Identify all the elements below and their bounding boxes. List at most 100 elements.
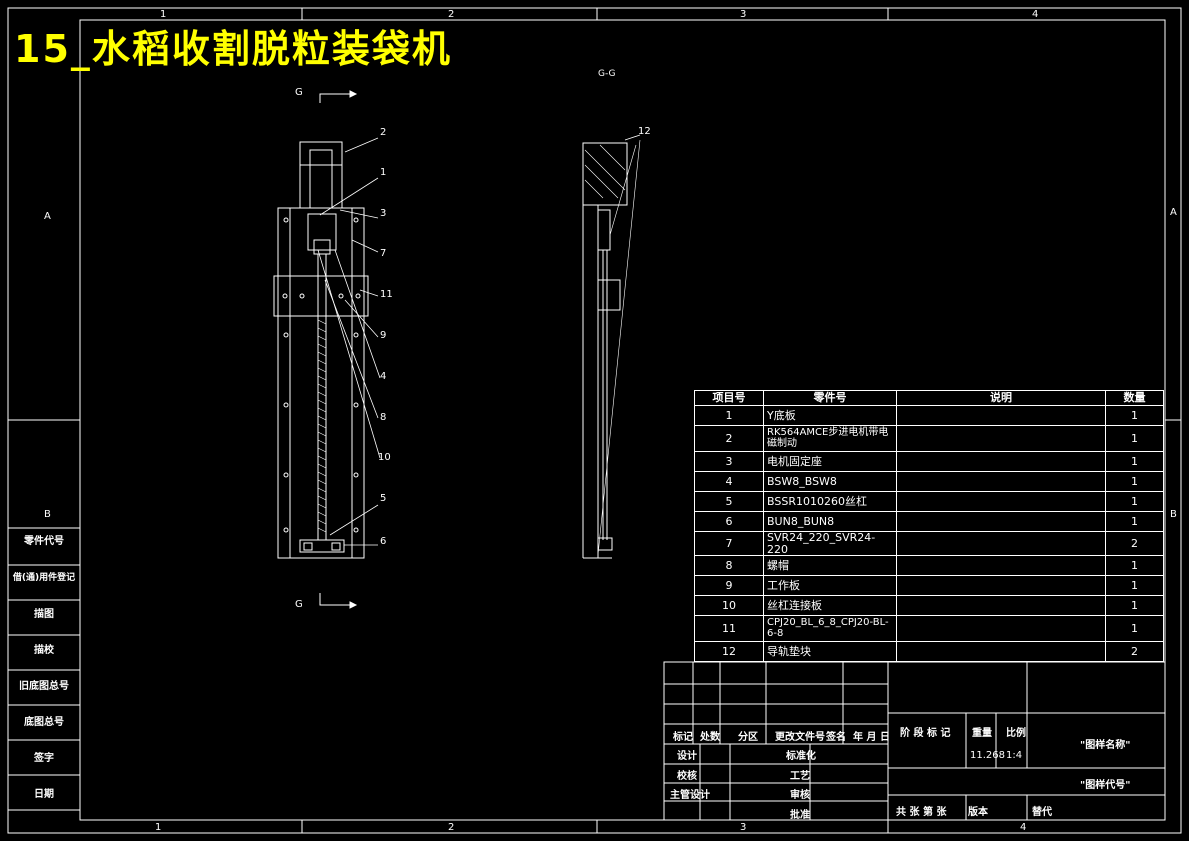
tb-drawing-name: "图样名称" xyxy=(1080,740,1131,751)
bom-cell-desc xyxy=(896,451,1106,472)
tb-mark: 标记 xyxy=(673,732,693,743)
bom-cell-no: 4 xyxy=(694,471,764,492)
section-mark-top: G xyxy=(295,87,303,98)
strip-borrowed-register: 借(通)用件登记 xyxy=(12,573,76,583)
bom-cell-no: 8 xyxy=(694,555,764,577)
bom-cell-desc xyxy=(896,615,1106,643)
bom-cell-desc xyxy=(896,595,1106,617)
strip-base-no: 底图总号 xyxy=(24,717,64,728)
front-view xyxy=(273,141,369,559)
bom-cell-desc xyxy=(896,491,1106,512)
grid-col-1-bottom: 1 xyxy=(155,822,162,833)
section-view-title: G-G xyxy=(598,69,616,79)
tb-check: 校核 xyxy=(677,771,697,782)
bom-cell-no: 6 xyxy=(694,511,764,532)
callout-5: 5 xyxy=(380,493,387,504)
tb-weight-label: 重量 xyxy=(972,728,992,739)
tb-zone: 分区 xyxy=(738,732,758,743)
bom-cell-desc xyxy=(896,530,1106,557)
bom-cell-part: RK564AMCE步进电机带电磁制动 xyxy=(763,425,897,452)
callout-4: 4 xyxy=(380,371,387,382)
strip-trace: 描图 xyxy=(34,609,54,620)
bom-cell-no: 9 xyxy=(694,575,764,597)
bom-cell-no: 3 xyxy=(694,451,764,472)
bom-cell-qty: 1 xyxy=(1105,615,1164,643)
bom-cell-no: 5 xyxy=(694,491,764,512)
bom-cell-no: 1 xyxy=(694,405,764,426)
grid-row-a-left: A xyxy=(44,211,51,222)
bom-cell-qty: 1 xyxy=(1105,425,1164,452)
bom-cell-no: 2 xyxy=(694,425,764,452)
callout-3: 3 xyxy=(380,208,387,219)
tb-count: 处数 xyxy=(700,732,720,743)
tb-weight: 11.268 xyxy=(970,750,1005,761)
bom-cell-part: 导轨垫块 xyxy=(763,641,897,663)
callout-1: 1 xyxy=(380,167,387,178)
grid-col-2-bottom: 2 xyxy=(448,822,455,833)
bom-cell-no: 7 xyxy=(694,530,764,557)
tb-sheets: 共 张 第 张 xyxy=(896,807,947,818)
grid-col-3-bottom: 3 xyxy=(740,822,747,833)
bom-cell-qty: 2 xyxy=(1105,530,1164,557)
bom-cell-no: 10 xyxy=(694,595,764,617)
strip-signature: 签字 xyxy=(34,753,54,764)
bom-cell-qty: 1 xyxy=(1105,491,1164,512)
bom-cell-part: BUN8_BUN8 xyxy=(763,511,897,532)
callout-11: 11 xyxy=(380,289,393,300)
tb-replace: 替代 xyxy=(1032,807,1052,818)
grid-col-4-top: 4 xyxy=(1032,9,1039,20)
bom-cell-desc xyxy=(896,425,1106,452)
grid-col-3-top: 3 xyxy=(740,9,747,20)
callout-7: 7 xyxy=(380,248,387,259)
strip-trace-check: 描校 xyxy=(34,645,54,656)
bom-cell-part: SVR24_220_SVR24-220 xyxy=(763,530,897,557)
bom-header-qty: 数量 xyxy=(1105,390,1164,406)
bom-header-row: 项目号 零件号 说明 数量 xyxy=(694,390,1164,406)
callout-6: 6 xyxy=(380,536,387,547)
tb-drawing-code: "图样代号" xyxy=(1080,780,1131,791)
tb-version: 版本 xyxy=(968,807,988,818)
bom-cell-desc xyxy=(896,511,1106,532)
tb-chief: 主管设计 xyxy=(670,790,710,801)
bom-cell-desc xyxy=(896,555,1106,577)
tb-stage: 阶 段 标 记 xyxy=(900,728,951,739)
bom-cell-part: CPJ20_BL_6_8_CPJ20-BL-6-8 xyxy=(763,615,897,643)
callout-2: 2 xyxy=(380,127,387,138)
bom-header-desc: 说明 xyxy=(896,390,1106,406)
tb-approve: 批准 xyxy=(790,810,810,821)
side-view xyxy=(582,142,628,559)
grid-col-2-top: 2 xyxy=(448,9,455,20)
bom-cell-desc xyxy=(896,471,1106,492)
bom-cell-part: 电机固定座 xyxy=(763,451,897,472)
bom-cell-no: 11 xyxy=(694,615,764,643)
bom-cell-part: 工作板 xyxy=(763,575,897,597)
bom-cell-qty: 1 xyxy=(1105,555,1164,577)
callout-8: 8 xyxy=(380,412,387,423)
tb-scale-label: 比例 xyxy=(1006,728,1026,739)
bom-cell-no: 12 xyxy=(694,641,764,663)
bom-cell-qty: 2 xyxy=(1105,641,1164,663)
strip-old-base-no: 旧底图总号 xyxy=(19,681,69,692)
callout-10: 10 xyxy=(378,452,391,463)
callout-12: 12 xyxy=(638,126,651,137)
tb-sign: 签名 xyxy=(826,732,846,743)
tb-design: 设计 xyxy=(677,751,697,762)
callout-9: 9 xyxy=(380,330,387,341)
bom-cell-part: BSW8_BSW8 xyxy=(763,471,897,492)
bom-header-no: 项目号 xyxy=(694,390,764,406)
bom-cell-part: 螺帽 xyxy=(763,555,897,577)
bom-cell-part: BSSR1010260丝杠 xyxy=(763,491,897,512)
bom-cell-qty: 1 xyxy=(1105,575,1164,597)
strip-part-code: 零件代号 xyxy=(24,536,64,547)
grid-row-b-left: B xyxy=(44,509,51,520)
